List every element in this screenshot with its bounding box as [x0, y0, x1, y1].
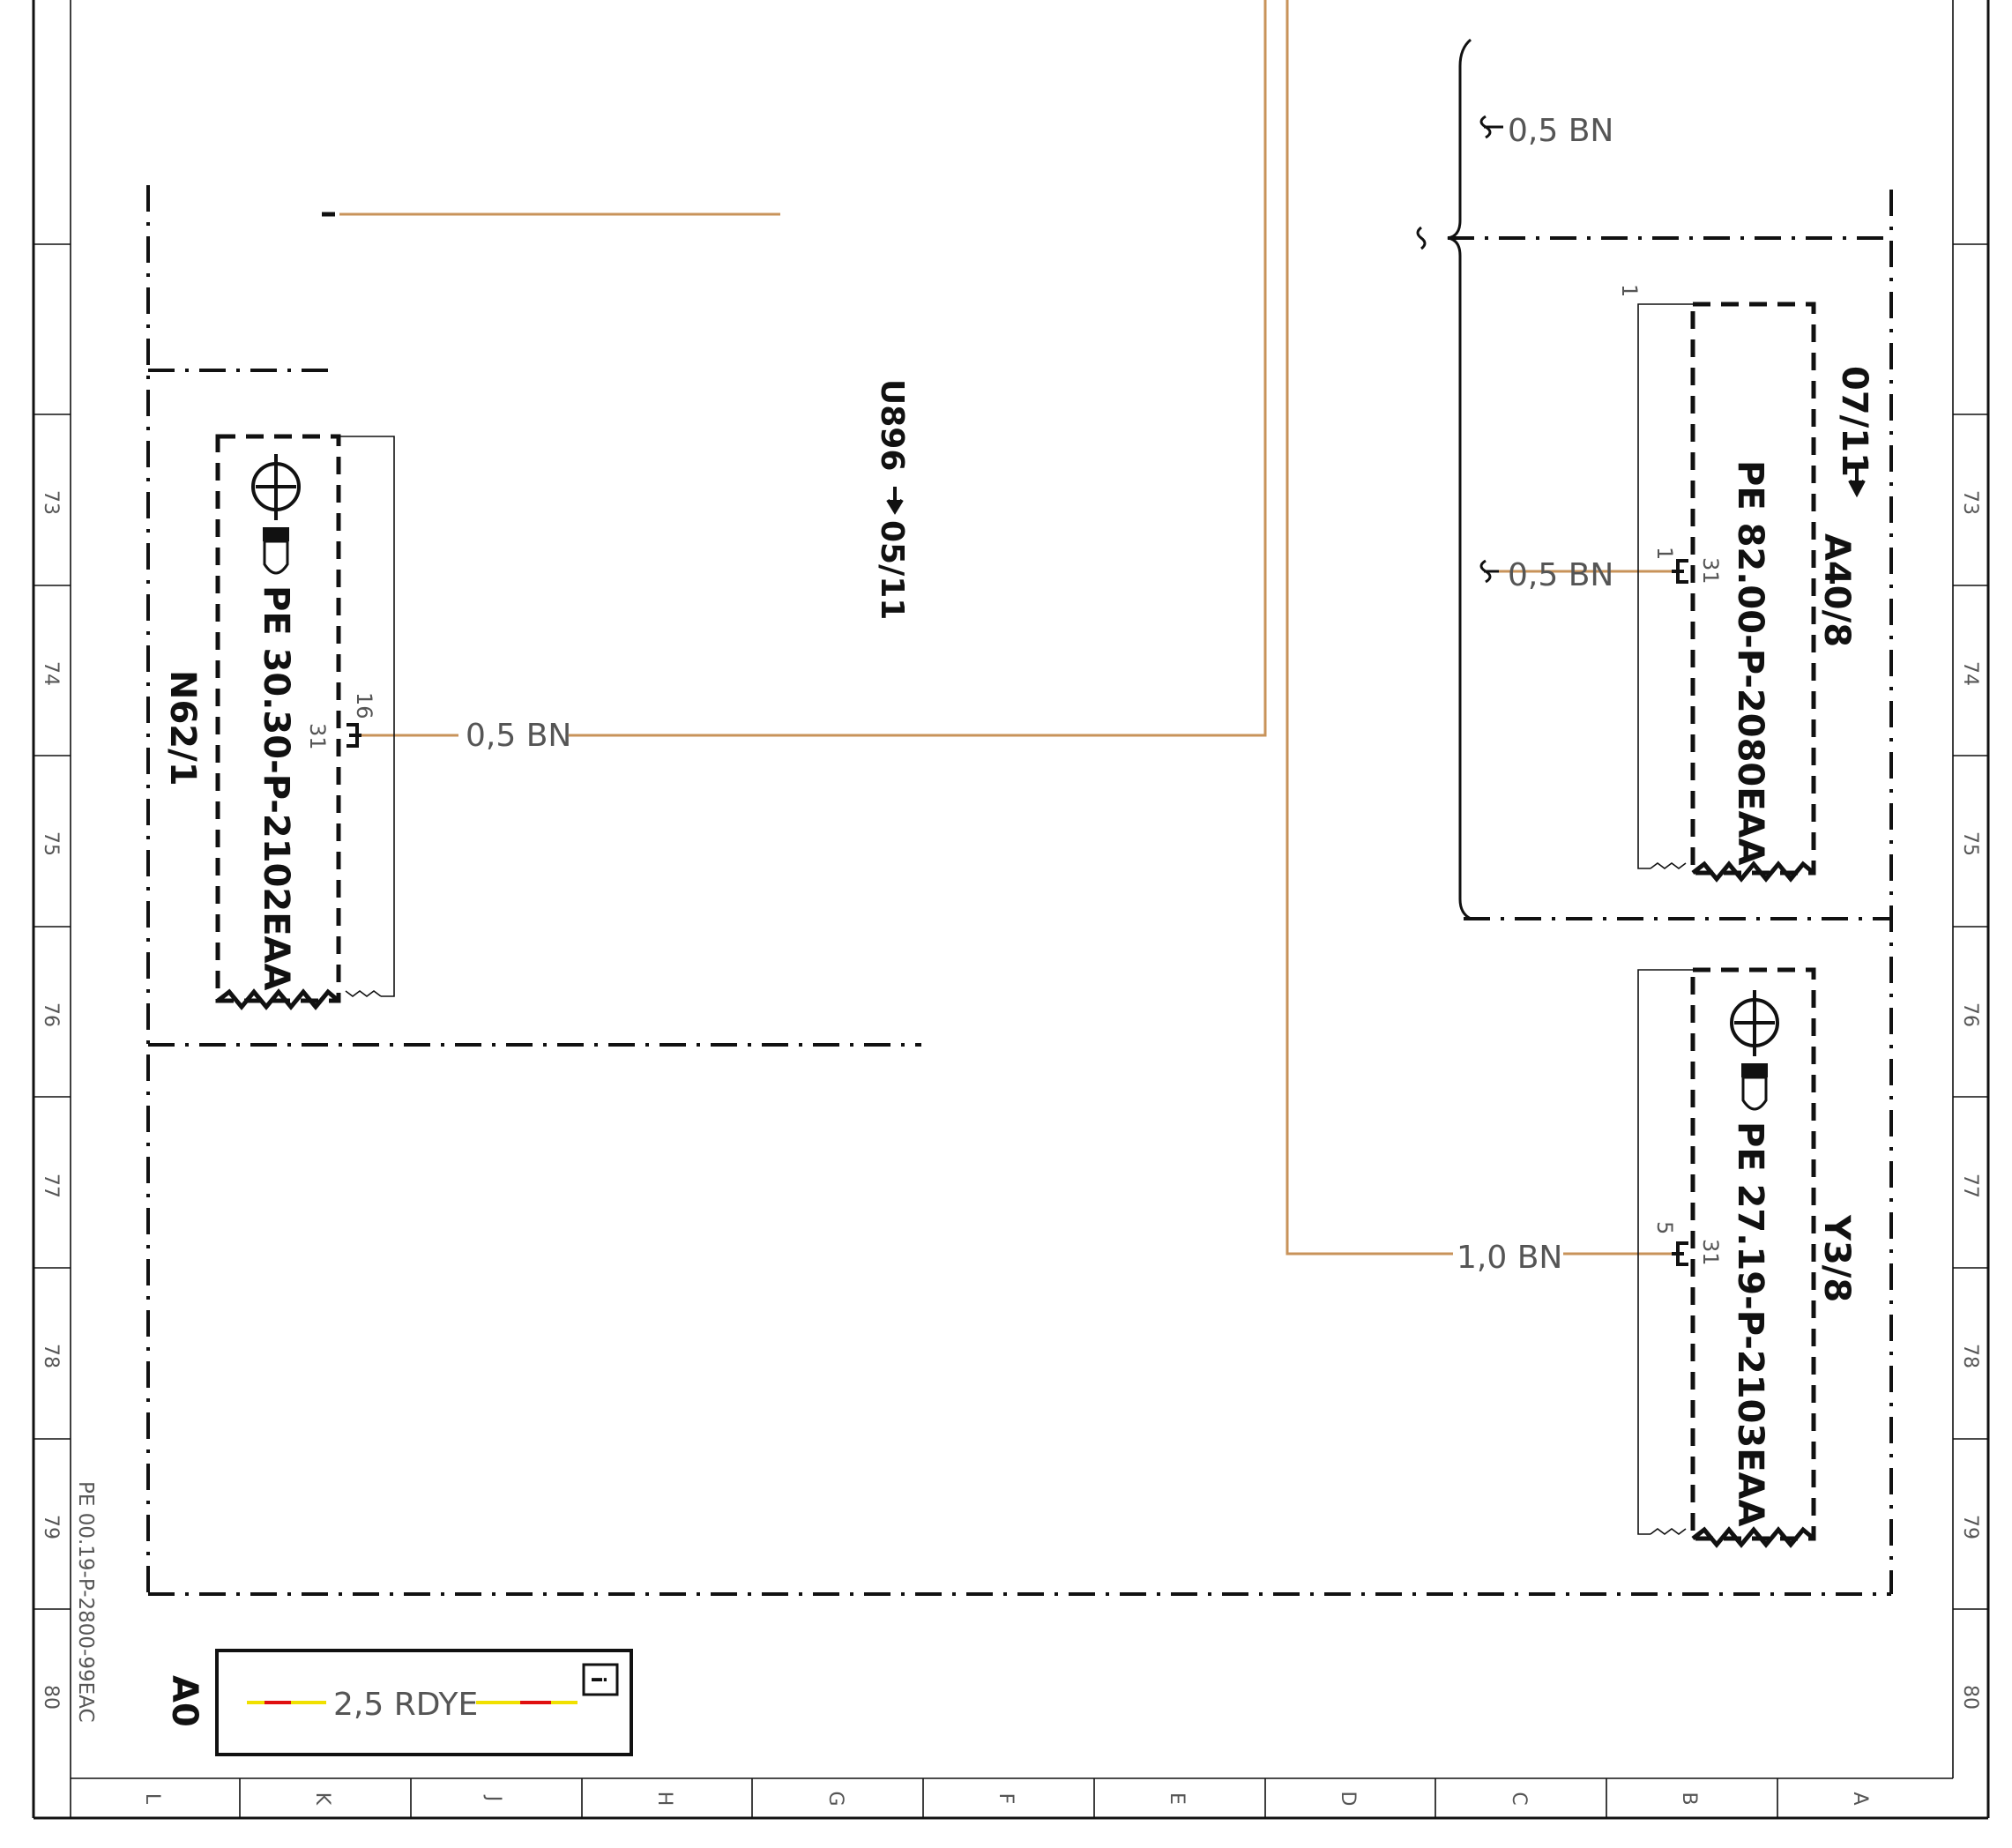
drawing-frame: [32, 0, 1990, 1820]
component-n62-1: PE 30.30-P-2102EAA N62/1 31 16 0,5 BN: [162, 434, 571, 1010]
pin-number: 31: [305, 723, 330, 750]
cross-ref: 07/11: [1834, 366, 1874, 477]
wire-n62-1: [361, 0, 1267, 737]
row-number: 79: [40, 1515, 62, 1539]
pin-number: 31: [1698, 1239, 1723, 1266]
row-number: 79: [1959, 1515, 1981, 1539]
wire-end-symbol: [1479, 559, 1499, 584]
wire-label: 0,5 BN: [1508, 557, 1613, 593]
row-number: 74: [1959, 661, 1981, 686]
component-box: [1690, 967, 1816, 1541]
row-number: 77: [40, 1174, 62, 1198]
transistor-icon: [251, 454, 301, 520]
ground-point-label: U896: [874, 379, 910, 471]
component-label: Y3/8: [1816, 1214, 1857, 1302]
arrow-icon: [886, 487, 904, 515]
legend-wire-label: 2,5 RDYE: [333, 1687, 478, 1723]
ruler-ticks: [34, 243, 1988, 1818]
connector-outline: [1637, 303, 1693, 869]
component-box: [215, 434, 341, 1003]
ruler-column-letters: L K J H G F E D C B A: [141, 1791, 1871, 1806]
wire-label: 0,5 BN: [466, 718, 571, 754]
row-number: 76: [1959, 1002, 1981, 1027]
group-brace: [1447, 38, 1472, 920]
legend-box: [215, 1649, 633, 1756]
row-number: 77: [1959, 1174, 1981, 1198]
drawing-number: PE 00.19-P-2800-99EAC: [74, 1481, 97, 1723]
connector-break: [345, 990, 382, 997]
info-icon: i: [582, 1663, 619, 1696]
row-number: 75: [40, 831, 62, 856]
component-doc-ref: PE 82.00-P-2080EAA: [1730, 460, 1770, 866]
connector-pin-number: 16: [352, 692, 376, 719]
ruler-row-numbers-right: 73 74 75 76 77 78 79 80: [1959, 490, 1981, 1710]
connector-outline: [1637, 969, 1693, 1535]
connector-outline: [339, 436, 395, 997]
column-letter: A: [1849, 1792, 1871, 1805]
column-letter: D: [1337, 1792, 1359, 1807]
row-number: 78: [1959, 1344, 1981, 1368]
legend-a0: A0 2,5 RDYE i: [164, 1649, 633, 1756]
wire-end-symbol: [1479, 115, 1503, 139]
column-letter: G: [824, 1791, 846, 1806]
pin-connector: [1672, 1241, 1688, 1266]
transistor-icon: [1730, 990, 1779, 1056]
connector-break: [1650, 862, 1687, 869]
column-letter: K: [311, 1792, 333, 1806]
component-y3-8: PE 27.19-P-2103EAA Y3/8 31 5 1,0 BN: [1453, 967, 1857, 1548]
connector-top-pin: 1: [1617, 284, 1642, 297]
component-label: N62/1: [162, 670, 203, 786]
wire-label: 1,0 BN: [1457, 1240, 1562, 1276]
svg-text:i: i: [586, 1676, 608, 1683]
column-letter: H: [653, 1792, 675, 1807]
component-label: A40/8: [1816, 533, 1857, 647]
pointing-hand-icon: [263, 527, 289, 575]
enclosure-boundaries: [146, 185, 1893, 1596]
row-number: 75: [1959, 831, 1981, 856]
column-letter: J: [482, 1794, 504, 1802]
arrow-icon: [1848, 467, 1866, 498]
wires: [322, 0, 1684, 1256]
ruler-row-numbers-left: 73 74 75 76 77 78 79 80: [40, 490, 62, 1710]
column-letter: L: [141, 1793, 163, 1805]
column-letter: C: [1508, 1792, 1530, 1805]
legend-label: A0: [164, 1675, 205, 1727]
row-number: 80: [40, 1685, 62, 1710]
ground-point-cross-ref: 05/11: [874, 520, 910, 620]
pointing-hand-icon: [1741, 1063, 1768, 1111]
pin-connector: [347, 723, 361, 748]
bundle-wire-top: 0,5 BN: [1479, 113, 1613, 149]
pin-number: 31: [1698, 557, 1723, 585]
row-number: 73: [1959, 490, 1981, 515]
component-break: [1691, 1526, 1815, 1548]
wire-break-symbol: [1416, 226, 1427, 250]
component-break: [216, 988, 340, 1010]
row-number: 78: [40, 1344, 62, 1368]
row-number: 74: [40, 661, 62, 686]
row-number: 73: [40, 490, 62, 515]
wire-y3-8: [1285, 0, 1684, 1256]
component-box: [1690, 302, 1816, 876]
pin-connector: [1672, 559, 1688, 584]
component-break: [1691, 861, 1815, 883]
ground-point-u896: U896 05/11: [874, 379, 910, 620]
column-letter: E: [1166, 1792, 1188, 1805]
wire-label: 0,5 BN: [1508, 113, 1613, 149]
row-number: 76: [40, 1002, 62, 1027]
component-a40-8: 1 PE 82.00-P-2080EAA 07/11 A40/8 31 1 0,…: [1479, 284, 1874, 883]
connector-break: [1650, 1528, 1687, 1535]
column-letter: B: [1678, 1792, 1700, 1805]
column-letter: F: [995, 1793, 1017, 1805]
connector-pin-number: 5: [1652, 1221, 1677, 1234]
component-doc-ref: PE 27.19-P-2103EAA: [1730, 1121, 1770, 1527]
row-number: 80: [1959, 1685, 1981, 1710]
component-doc-ref: PE 30.30-P-2102EAA: [256, 585, 296, 991]
connector-pin-number: 1: [1652, 547, 1677, 560]
